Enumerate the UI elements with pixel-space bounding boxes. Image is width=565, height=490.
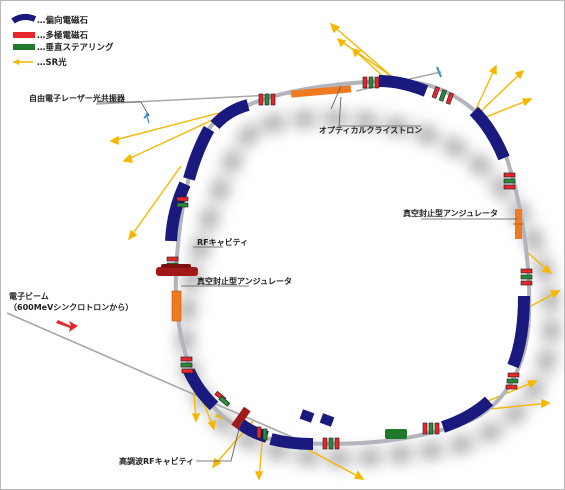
legend-bending-swatch (11, 13, 37, 24)
sr-light-rays (109, 22, 561, 481)
label-optical-klystron: オプティカルクライストロン (319, 125, 422, 135)
bending-magnets (165, 75, 530, 450)
bending-magnet (378, 75, 429, 97)
injection-magnets (299, 409, 335, 427)
label-fel-resonator: 自由電子レーザー光共振器 (29, 93, 126, 103)
label-undulator-right: 真空封止型アンジュレータ (403, 208, 498, 218)
label-electron-beam-source: （600MeVシンクロトロンから） (9, 302, 133, 312)
label-rf-cavity: RFキャビティ (197, 237, 248, 247)
bending-magnet (165, 181, 191, 242)
undulator-right (513, 209, 523, 239)
multipole-magnets (166, 76, 533, 450)
bending-magnet (183, 126, 215, 181)
bending-magnet (269, 433, 314, 450)
bending-magnet (469, 106, 510, 161)
component-labels: 自由電子レーザー光共振器 オプティカルクライストロン 真空封止型アンジュレータ … (9, 93, 498, 466)
legend-sr-arrow (13, 59, 19, 65)
legend-steering-swatch (13, 44, 35, 50)
injection-line (6, 312, 302, 442)
bending-magnet (210, 99, 250, 130)
legend-bending-label: …偏向電磁石 (37, 15, 89, 26)
leader-lines (97, 85, 517, 462)
label-harmonic-rf-cavity: 高調波RFキャビティ (119, 456, 194, 466)
harmonic-rf-cavity (231, 406, 251, 430)
rf-cavity (156, 264, 198, 276)
label-undulator-left: 真空封止型アンジュレータ (197, 276, 292, 286)
steering-magnet (385, 429, 407, 439)
ring-pipe (173, 78, 532, 446)
undulator-left (171, 290, 182, 322)
legend-steering-label: …垂直ステアリング (37, 42, 114, 53)
legend-sr-label: …SR光 (37, 57, 67, 68)
bending-magnet (441, 396, 494, 433)
electron-beam-arrow (56, 320, 78, 332)
label-electron-beam: 電子ビーム (9, 291, 49, 301)
legend-multipole-swatch (13, 32, 35, 38)
bending-magnet (183, 368, 219, 411)
ring-shadow (176, 109, 561, 468)
optical-klystron (290, 85, 352, 98)
legend: …偏向電磁石 …多極電磁石 …垂直ステアリング …SR光 (11, 13, 114, 68)
legend-multipole-label: …多極電磁石 (37, 30, 89, 41)
bending-magnet (507, 295, 530, 369)
